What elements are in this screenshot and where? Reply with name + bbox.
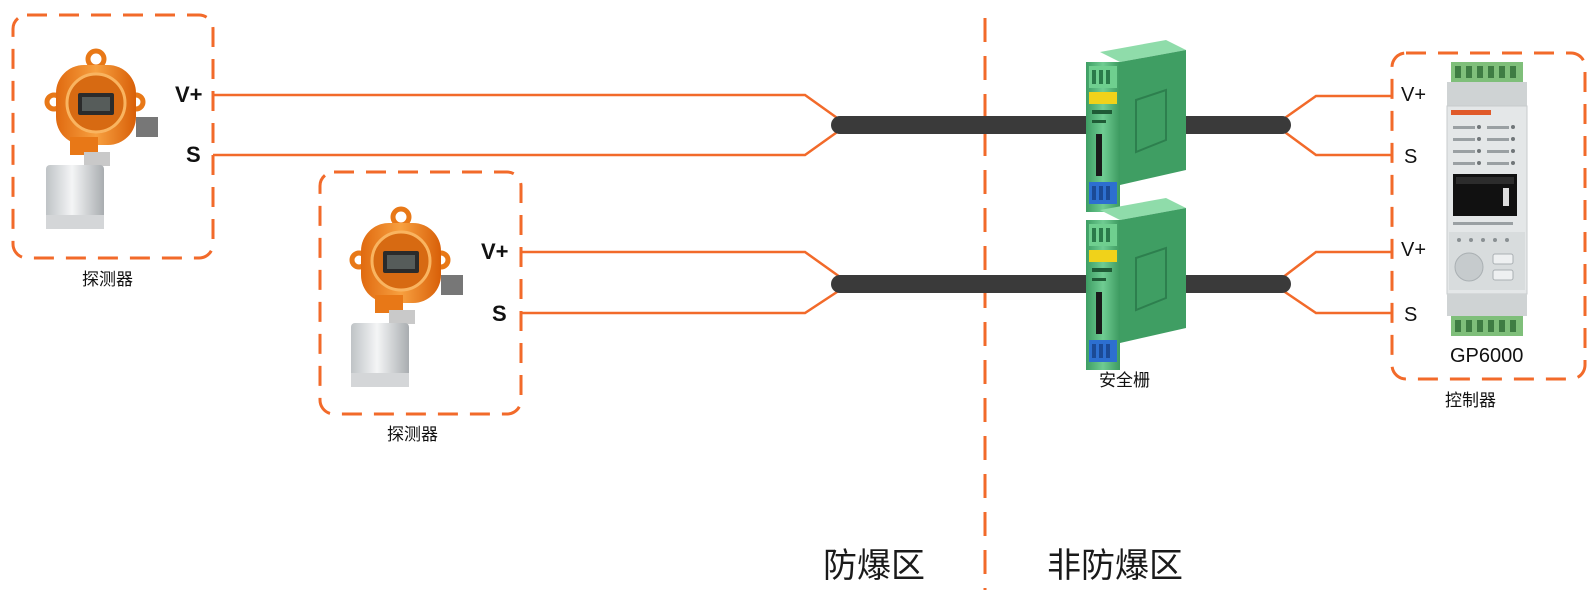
controller-terminal-power-1: V+ [1401, 84, 1427, 106]
detector-2-terminal-power: V+ [481, 239, 509, 264]
detector-2-label: 探测器 [387, 425, 438, 445]
detector-1-label: 探测器 [82, 270, 133, 290]
gas-detector-icon [44, 48, 158, 229]
wire-d2-signal [521, 288, 841, 315]
detector-1-terminal-power: V+ [175, 82, 203, 107]
detector-2-box [318, 170, 523, 416]
wire-d2-power [521, 250, 841, 279]
gas-detector-icon [349, 206, 463, 387]
zone-hazardous-label: 防爆区 [823, 546, 925, 586]
controller-terminal-power-2: V+ [1401, 239, 1427, 261]
controller-box [1390, 51, 1587, 381]
detector-1-terminal-signal: S [186, 142, 201, 167]
controller-device-icon [1446, 62, 1528, 336]
wire-c1-signal [1281, 128, 1392, 157]
controller-model: GP6000 [1450, 345, 1524, 367]
controller-terminal-signal-2: S [1404, 304, 1418, 326]
safety-barrier-icon [1086, 198, 1186, 370]
detector-2-terminal-signal: S [492, 301, 507, 326]
barrier-label: 安全栅 [1099, 371, 1150, 391]
detector-1-box [11, 13, 215, 260]
wire-c2-power [1281, 250, 1392, 279]
safety-barrier-icon [1086, 40, 1186, 212]
controller-terminal-signal-1: S [1404, 146, 1418, 168]
wire-d1-signal [213, 128, 841, 157]
wire-d1-power [213, 93, 841, 122]
controller-label: 控制器 [1445, 391, 1496, 411]
wire-c2-signal [1281, 288, 1392, 315]
zone-safe-label: 非防爆区 [1047, 546, 1183, 586]
wire-c1-power [1281, 94, 1392, 122]
